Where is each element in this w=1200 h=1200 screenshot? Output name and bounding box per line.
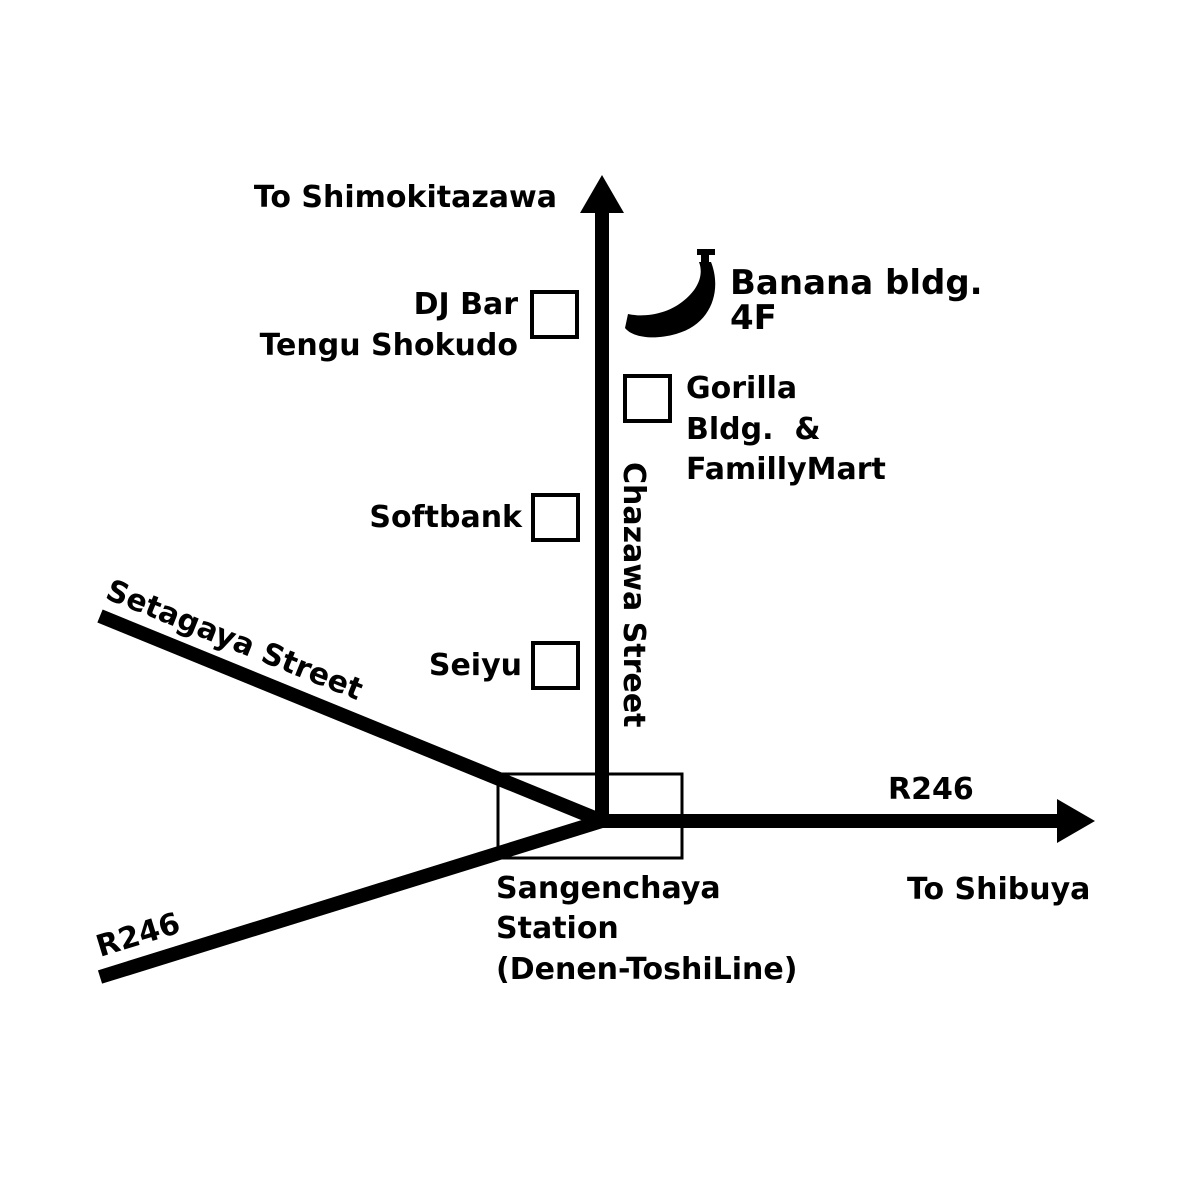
sangenchaya-station-box (496, 772, 684, 860)
banana-bldg-label: Banana bldg. (730, 263, 983, 303)
djbar-label-line1: DJ Bar (414, 287, 519, 322)
banana-icon (625, 249, 716, 338)
north-arrow-head-icon (580, 175, 624, 213)
east-arrow-head-icon (1057, 799, 1095, 843)
r246-southwest-road (97, 814, 605, 984)
djbar-label-line2: Tengu Shokudo (260, 328, 518, 363)
station-label-line2: Station (496, 911, 619, 946)
seiyu-label: Seiyu (429, 648, 522, 683)
gorilla-square-landmark-icon (623, 374, 672, 423)
gorilla-label-line2: Bldg. & (686, 412, 821, 447)
east-direction-label: To Shibuya (907, 872, 1090, 907)
r246-east-label: R246 (888, 772, 974, 807)
station-label-line3: (Denen-ToshiLine) (496, 952, 797, 987)
setagaya-street-road (97, 609, 605, 828)
chazawa-street-label: Chazawa Street (616, 462, 651, 728)
north-direction-label: To Shimokitazawa (254, 180, 557, 215)
station-label-line1: Sangenchaya (496, 871, 721, 906)
djbar-square-landmark-icon (530, 290, 579, 339)
gorilla-label-line1: Gorilla (686, 371, 797, 406)
softbank-square-landmark-icon (531, 493, 580, 542)
gorilla-label-line3: FamillyMart (686, 452, 886, 487)
banana-floor-label: 4F (730, 298, 777, 338)
softbank-label: Softbank (369, 500, 523, 535)
seiyu-square-landmark-icon (531, 641, 580, 690)
setagaya-street-label: Setagaya Street (101, 573, 368, 708)
